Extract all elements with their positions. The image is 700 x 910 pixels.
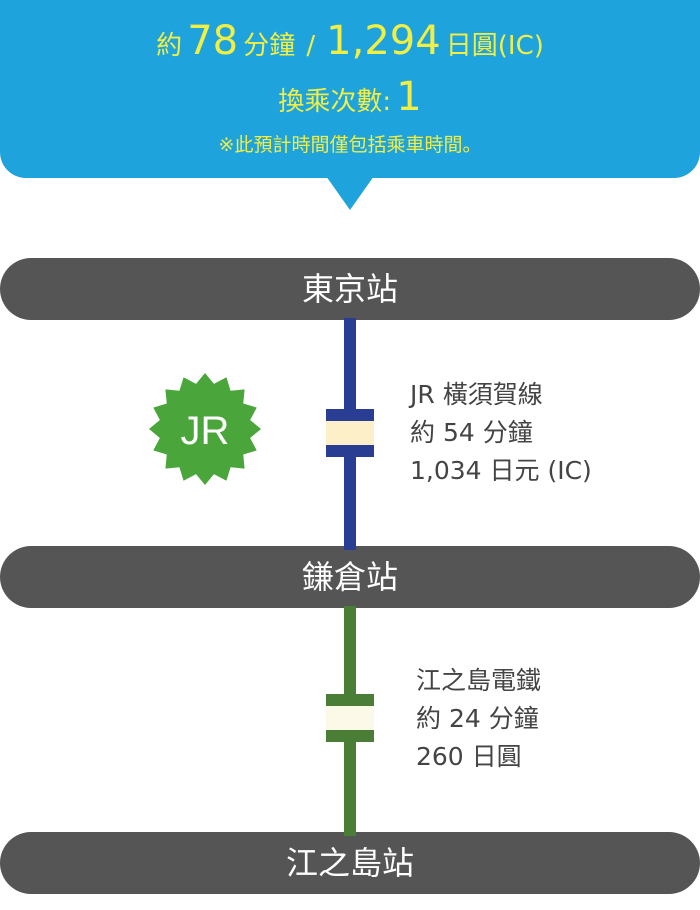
- segment-enoden-line: 江之島電鐵: [416, 666, 542, 695]
- segment-jr-info: JR 橫須賀線 約 54 分鐘 1,034 日元 (IC): [410, 376, 592, 490]
- segment-enoden-fare: 260 日圓: [416, 742, 522, 771]
- station-tokyo: 東京站: [0, 258, 700, 320]
- jr-badge: JR: [149, 373, 261, 485]
- summary-time-fare: 約 78 分鐘 / 1,294 日圓(IC): [0, 18, 700, 64]
- segment-enoden-duration: 約 24 分鐘: [416, 704, 539, 733]
- total-minutes: 78: [187, 18, 239, 64]
- fare-unit: 日圓(IC): [445, 31, 544, 61]
- jr-badge-label: JR: [181, 409, 230, 453]
- station-enoshima: 江之島站: [0, 832, 700, 894]
- minutes-unit: 分鐘: [243, 31, 296, 61]
- separator: /: [306, 31, 316, 61]
- transfers-label: 換乘次數:: [278, 87, 392, 117]
- segment-jr-duration: 約 54 分鐘: [410, 418, 533, 447]
- summary-pointer: [326, 176, 374, 210]
- segment-jr-fare: 1,034 日元 (IC): [410, 456, 592, 485]
- enoden-line-marker: [326, 694, 374, 742]
- summary-transfers: 換乘次數: 1: [0, 74, 700, 120]
- segment-jr-line: JR 橫須賀線: [410, 380, 543, 409]
- summary-note: ※此預計時間僅包括乘車時間。: [218, 134, 482, 156]
- transfers-count: 1: [396, 74, 422, 120]
- route-summary: 約 78 分鐘 / 1,294 日圓(IC) 換乘次數: 1 ※此預計時間僅包括…: [0, 0, 700, 178]
- segment-enoden-info: 江之島電鐵 約 24 分鐘 260 日圓: [416, 662, 541, 776]
- station-kamakura: 鎌倉站: [0, 546, 700, 608]
- jr-line-marker: [326, 409, 374, 457]
- about-label: 約: [156, 31, 183, 61]
- total-fare: 1,294: [326, 18, 441, 64]
